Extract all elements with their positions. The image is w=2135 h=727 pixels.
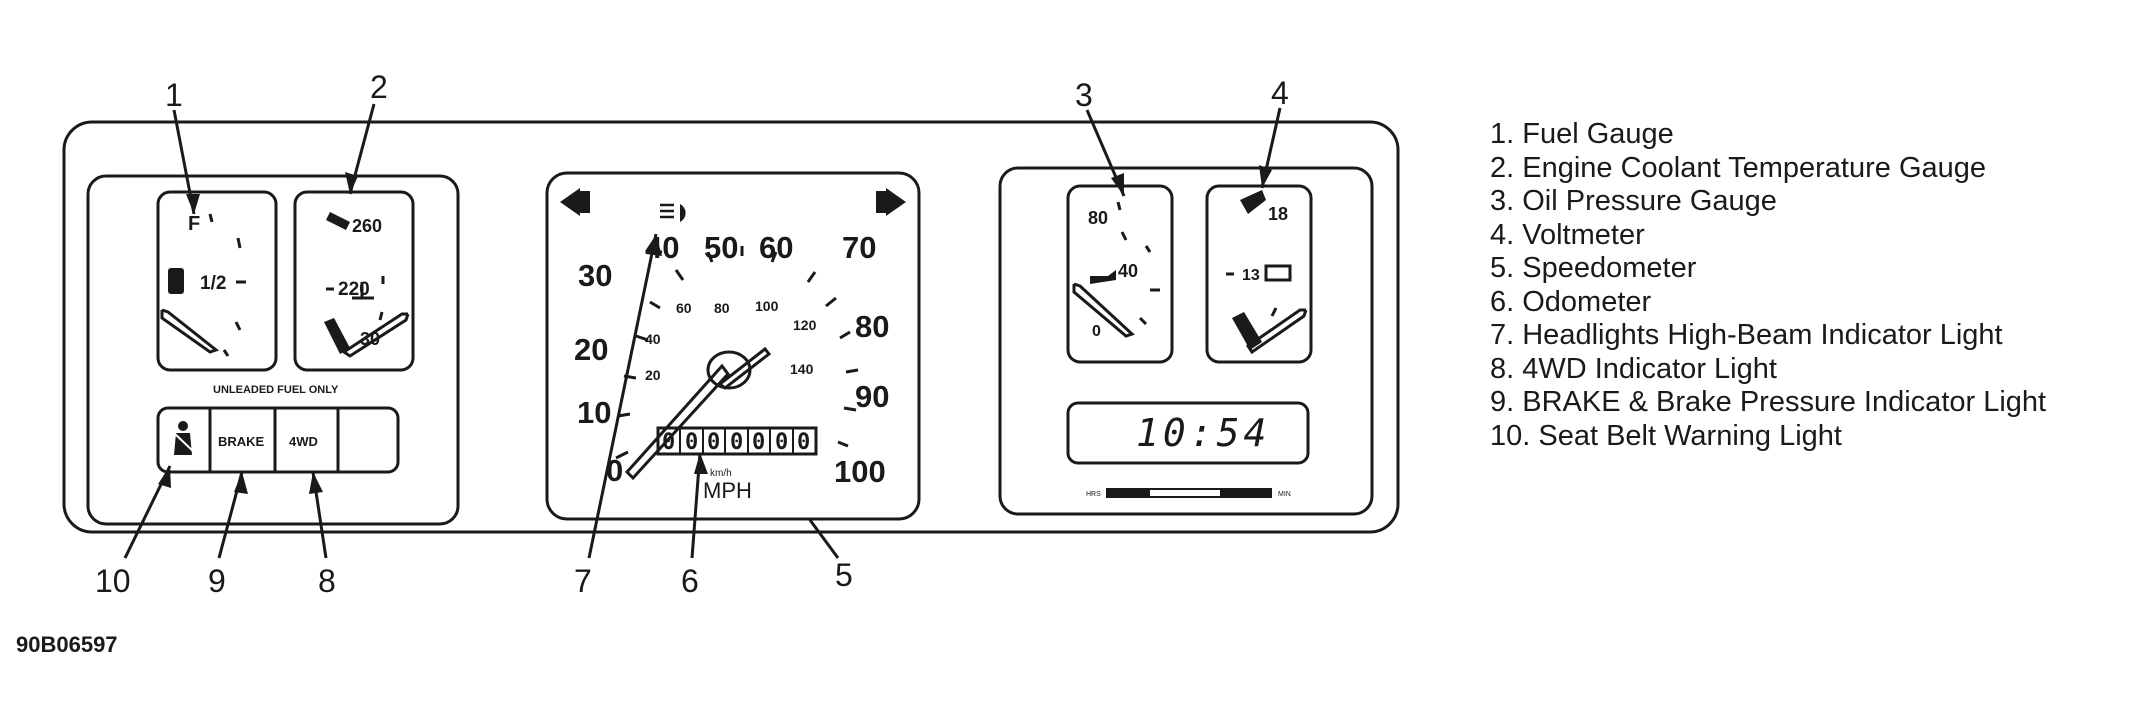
- 4wd-indicator-label: 4WD: [289, 434, 318, 449]
- kmh-scale-label: 140: [790, 361, 814, 377]
- callout-number: 2: [370, 69, 388, 105]
- brake-indicator-label: BRAKE: [218, 434, 265, 449]
- callout-number: 9: [208, 563, 226, 599]
- fuel-full-label: F: [188, 213, 200, 235]
- callout-number: 4: [1271, 75, 1289, 111]
- legend-item: 8. 4WD Indicator Light: [1490, 352, 1777, 385]
- fuel-pump-icon: [168, 268, 184, 294]
- mph-scale-label: 20: [574, 332, 608, 367]
- odometer-digit: 0: [797, 430, 810, 455]
- volt-high-label: 18: [1268, 204, 1288, 224]
- legend-item: 2. Engine Coolant Temperature Gauge: [1490, 151, 1987, 184]
- temp-low-label: 30: [360, 329, 380, 349]
- temp-high-label: 260: [352, 216, 382, 236]
- legend-item: 5. Speedometer: [1490, 252, 1697, 284]
- kmh-scale-label: 40: [645, 331, 661, 347]
- volt-high-icon: [1240, 190, 1266, 214]
- odometer-digit: 0: [730, 430, 743, 455]
- left-gauge-pod: [86, 174, 460, 526]
- oil-high-label: 80: [1088, 208, 1108, 228]
- mph-scale-label: 100: [834, 454, 886, 489]
- temp-mid-label: 220: [338, 279, 370, 300]
- callout-number: 10: [95, 563, 131, 599]
- speedometer-needle: [624, 346, 772, 481]
- mph-scale-label: 70: [842, 230, 876, 265]
- callout-number: 7: [574, 563, 592, 599]
- legend-item: 1. Fuel Gauge: [1490, 118, 1674, 150]
- odometer-digit: 0: [685, 430, 698, 455]
- mph-scale-label: 10: [577, 395, 611, 430]
- kmh-scale-label: 60: [676, 300, 692, 316]
- oil-can-icon: [1090, 270, 1116, 284]
- legend-item: 10. Seat Belt Warning Light: [1490, 419, 1842, 452]
- mph-scale-label: 60: [759, 230, 793, 265]
- mph-scale: 0 10 20 30 40 50 60 70 80 90 100: [574, 230, 889, 489]
- kmh-unit-label: km/h: [710, 468, 732, 479]
- volt-mid-label: 13: [1242, 267, 1260, 284]
- unleaded-fuel-note: UNLEADED FUEL ONLY: [213, 384, 339, 396]
- cluster-bezel: [62, 120, 1400, 534]
- callout-number: 8: [318, 563, 336, 599]
- mph-unit-label: MPH: [703, 478, 752, 503]
- kmh-scale-label: 20: [645, 367, 661, 383]
- clock-time: 10:54: [1136, 411, 1270, 455]
- odometer-digit: 0: [775, 430, 788, 455]
- fuel-half-label: 1/2: [200, 273, 226, 294]
- speedometer-face: [545, 171, 921, 521]
- callout-number: 1: [165, 77, 183, 113]
- kmh-scale-label: 100: [755, 298, 779, 314]
- kmh-scale-label: 120: [793, 317, 817, 333]
- legend: 1. Fuel Gauge 2. Engine Coolant Temperat…: [1490, 118, 2046, 453]
- right-turn-arrow-icon: [886, 188, 906, 216]
- mph-scale-label: 90: [855, 379, 889, 414]
- high-beam-icon: [660, 203, 686, 222]
- voltmeter-face: [1205, 184, 1313, 364]
- seat-belt-icon: [173, 421, 195, 455]
- odometer: 0 0 0 0 0 0 0: [656, 426, 818, 456]
- legend-item: 3. Oil Pressure Gauge: [1490, 185, 1777, 217]
- callout-number: 3: [1075, 77, 1093, 113]
- clock-hours-label: HRS: [1086, 491, 1101, 498]
- temp-low-icon: [324, 318, 350, 354]
- legend-item: 9. BRAKE & Brake Pressure Indicator Ligh…: [1490, 386, 2047, 418]
- odometer-digit: 0: [707, 430, 720, 455]
- clock-minutes-label: MIN: [1278, 491, 1291, 498]
- volt-low-icon: [1232, 312, 1262, 350]
- left-turn-arrow-icon: [560, 188, 580, 216]
- odometer-digit: 0: [662, 430, 675, 455]
- fuel-gauge-face: [156, 190, 278, 372]
- right-gauge-pod: [998, 166, 1374, 516]
- legend-item: 4. Voltmeter: [1490, 218, 1645, 251]
- figure-code: 90B06597: [16, 632, 118, 657]
- temp-high-icon: [326, 212, 350, 230]
- legend-item: 6. Odometer: [1490, 285, 1652, 318]
- oil-mid-label: 40: [1118, 261, 1138, 281]
- mph-scale-label: 30: [578, 258, 612, 293]
- indicator-strip: [156, 406, 400, 474]
- temp-gauge-face: [293, 190, 415, 372]
- oil-low-label: 0: [1092, 323, 1101, 340]
- mph-scale-label: 80: [855, 309, 889, 344]
- clock-display: [1066, 401, 1310, 465]
- instrument-cluster-diagram: F 1/2 260 220 30 UNLEADED FUEL ONLY BRAK…: [62, 69, 1400, 599]
- mph-scale-label: 50: [704, 230, 738, 265]
- legend-item: 7. Headlights High-Beam Indicator Light: [1490, 319, 2003, 351]
- callout-number: 5: [835, 557, 853, 593]
- kmh-scale: 20 40 60 80 100 120 140: [645, 298, 817, 383]
- kmh-scale-label: 80: [714, 300, 730, 316]
- odometer-digit: 0: [752, 430, 765, 455]
- callout-number: 6: [681, 563, 699, 599]
